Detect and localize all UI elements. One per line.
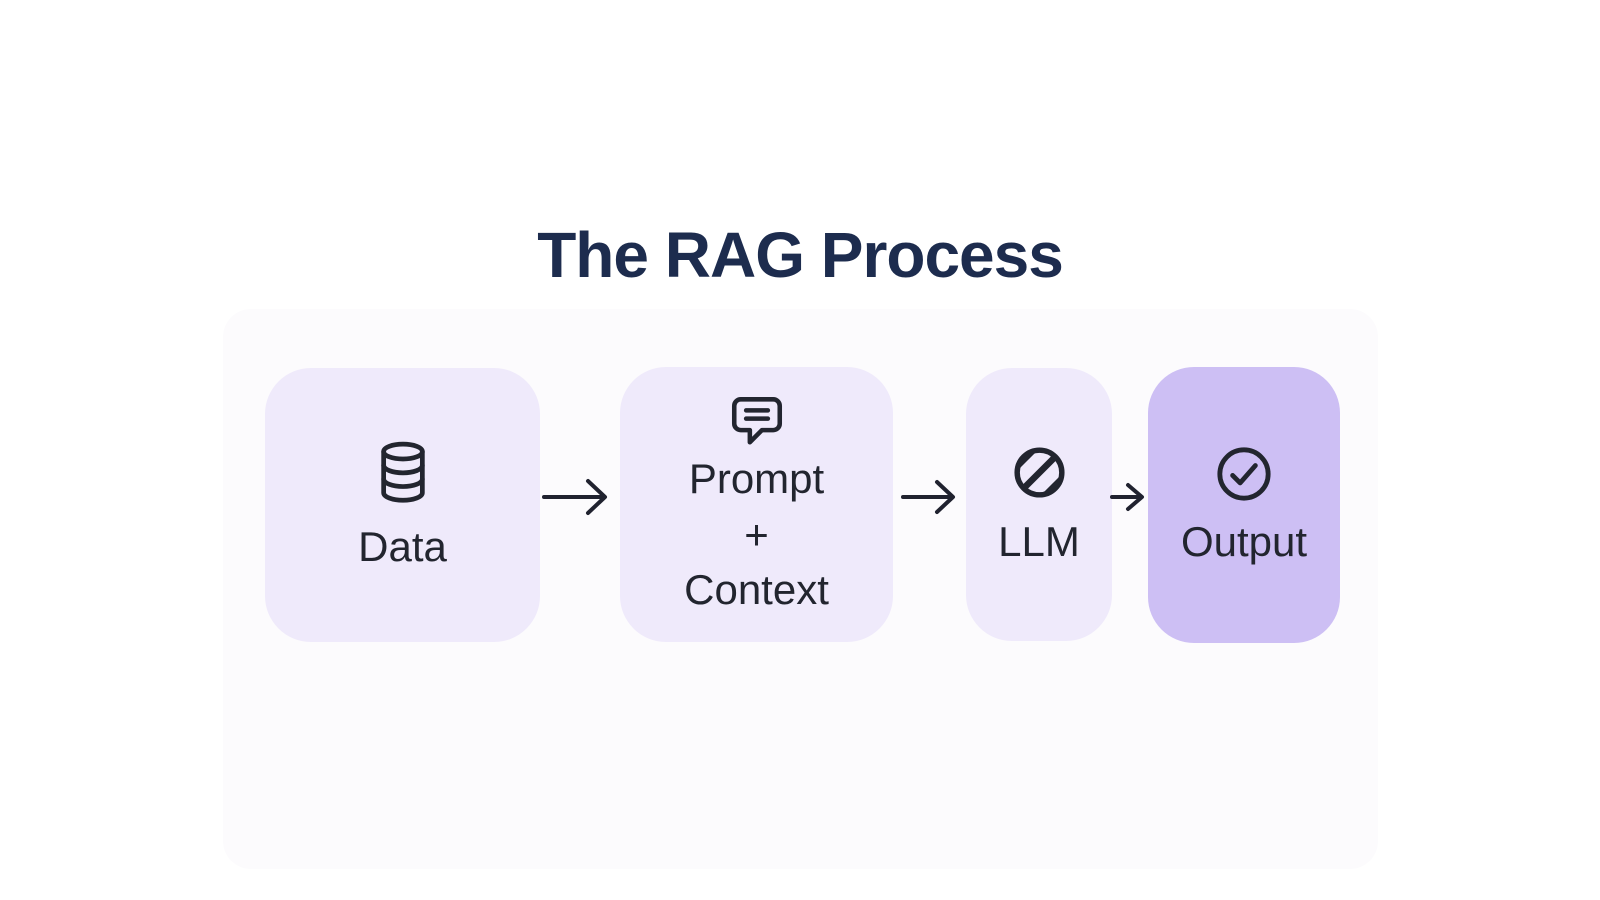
speech-bubble-icon xyxy=(731,397,782,445)
step-llm: LLM xyxy=(966,368,1112,641)
database-icon xyxy=(380,441,425,503)
step-label-prompt: Prompt xyxy=(688,455,825,503)
flow-arrow-icon xyxy=(901,480,955,514)
step-data: Data xyxy=(265,368,540,642)
striped-circle-icon xyxy=(1013,447,1065,498)
page-title: The RAG Process xyxy=(537,219,1064,291)
step-output: Output xyxy=(1148,367,1340,643)
step-label-data: Data xyxy=(358,522,447,570)
step-prompt-context: Prompt + Context xyxy=(620,367,893,642)
step-label-context: Context xyxy=(684,566,829,614)
flow-arrow-icon xyxy=(542,479,607,515)
flow-arrow-icon xyxy=(1110,483,1144,511)
check-circle-icon xyxy=(1217,447,1271,501)
step-label-output: Output xyxy=(1180,518,1308,566)
step-label-plus: + xyxy=(744,510,769,558)
step-label-llm: LLM xyxy=(998,518,1080,566)
